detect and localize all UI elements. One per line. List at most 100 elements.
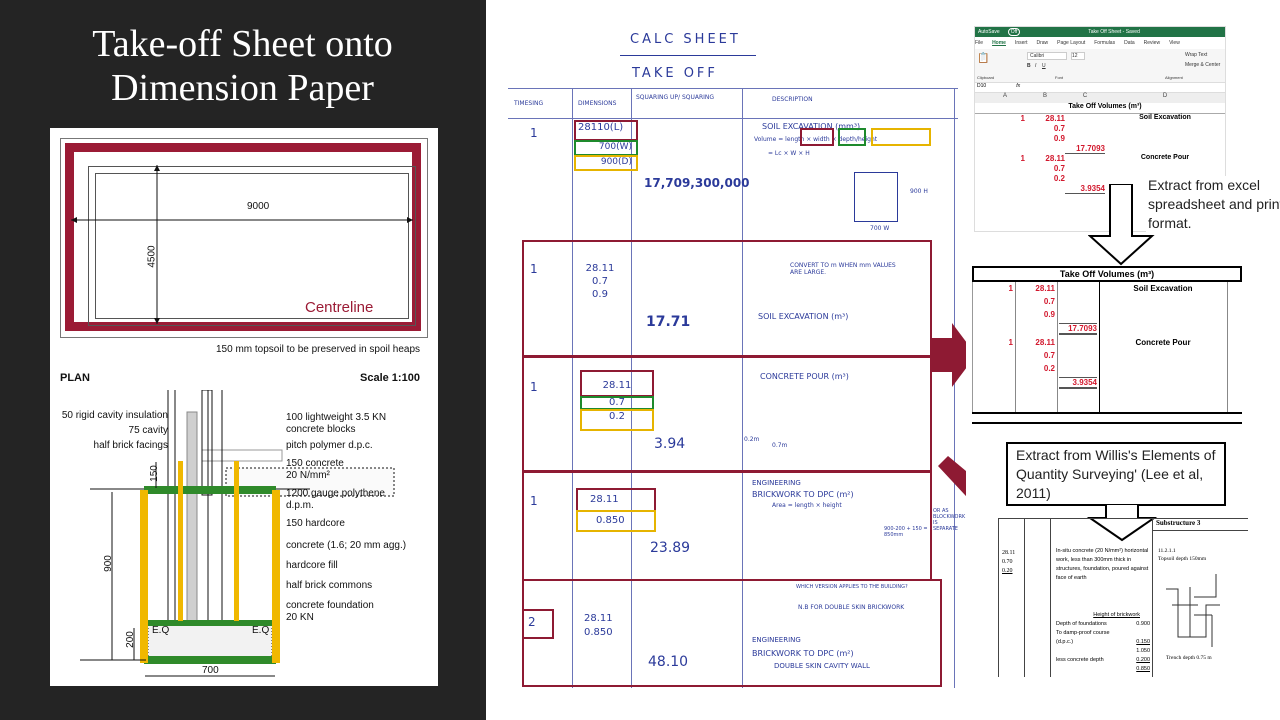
willis-line-label: To damp-proof course (d.p.c.) xyxy=(1056,630,1110,645)
row1-desc: SOIL EXCAVATION (m³) xyxy=(758,312,849,321)
pt-r1-b: 0.7 xyxy=(1043,297,1055,306)
col-a[interactable]: A xyxy=(1002,93,1007,99)
col-timesing: TIMESING xyxy=(514,100,544,107)
right-arrow-icon xyxy=(930,323,976,387)
merge-center-button[interactable]: Merge & Center xyxy=(1185,62,1221,68)
row4-note1: WHICH VERSION APPLIES TO THE BUILDING? xyxy=(796,584,908,590)
name-box[interactable]: D10 xyxy=(977,83,987,89)
tab-formulas[interactable]: Formulas xyxy=(1094,40,1116,46)
topsoil-note: 150 mm topsoil to be preserved in spoil … xyxy=(216,344,421,355)
scale-label: Scale 1:100 xyxy=(360,372,420,384)
willis-trench-depth: Trench depth 0.75 m xyxy=(1166,655,1212,661)
willis-line-label: Depth of foundations xyxy=(1056,621,1107,627)
bold-button[interactable]: B xyxy=(1027,63,1031,69)
willis-height-title: Height of brickwork xyxy=(1093,612,1140,618)
group-alignment: Alignment xyxy=(1165,75,1183,80)
willis-line-label: less concrete depth xyxy=(1056,657,1104,663)
take-off-subtitle: TAKE OFF xyxy=(632,66,718,81)
tab-view[interactable]: View xyxy=(1169,40,1180,46)
willis-side-title: Substructure 3 xyxy=(1152,519,1248,531)
font-name-select[interactable]: Calibri xyxy=(1027,52,1067,60)
dim-900: 900 xyxy=(102,555,114,572)
wall-section-drawing xyxy=(80,390,395,677)
row2-note1: 0.2m xyxy=(744,436,760,443)
row2-depth: 0.2 xyxy=(580,409,654,431)
willis-side-ref: 11.2.1.1 xyxy=(1158,548,1176,554)
tab-draw[interactable]: Draw xyxy=(1036,40,1049,46)
tab-review[interactable]: Review xyxy=(1143,40,1161,46)
label-commons: half brick commons xyxy=(286,580,373,591)
excel-callout: Extract from excel spreadsheet and print… xyxy=(1146,176,1280,233)
excel-row[interactable]: 0.9 xyxy=(1053,134,1065,143)
drawing-panel: 9000 4500 Centreline 150 mm topsoil to b… xyxy=(50,128,438,686)
col-c[interactable]: C xyxy=(1082,93,1088,99)
arrows xyxy=(930,323,990,533)
fx-icon: fx xyxy=(1016,83,1021,89)
eq-left: E.Q xyxy=(152,625,170,636)
dim-length: 28.11 xyxy=(585,263,615,274)
row3-length: 28.11 xyxy=(576,488,656,512)
tab-insert[interactable]: Insert xyxy=(1014,40,1028,46)
autosave-toggle[interactable]: Off xyxy=(1007,28,1021,36)
willis-dims: 28.11 0.70 0.20 xyxy=(1002,549,1015,576)
row0-square: 17,709,300,000 xyxy=(644,176,750,190)
dim-700: 700 xyxy=(202,665,219,676)
row3-desc: ENGINEERING BRICKWORK TO DPC (m²) Area =… xyxy=(752,478,854,511)
section-labels-right: 100 lightweight 3.5 KN concrete blocks p… xyxy=(286,412,406,624)
font-size-select[interactable]: 12 xyxy=(1071,52,1085,60)
row3-desc2: BRICKWORK TO DPC (m²) xyxy=(752,490,854,499)
row2-desc: CONCRETE POUR (m³) xyxy=(760,372,849,381)
paste-icon[interactable]: 📋 xyxy=(977,53,990,64)
row0-length: 28110(L) xyxy=(574,120,638,141)
excel-row[interactable]: 3.9354 xyxy=(985,184,1225,194)
underline-button[interactable]: U xyxy=(1042,63,1046,69)
tab-data[interactable]: Data xyxy=(1124,40,1135,46)
wrap-text-button[interactable]: Wrap Text xyxy=(1185,52,1208,58)
row0-width: 700(W) xyxy=(574,140,638,156)
willis-line-value: 1.050 xyxy=(1136,648,1150,654)
excel-window: AutoSave Off Take Off Sheet - Saved File… xyxy=(974,26,1226,232)
row1-note: CONVERT TO m WHEN mm VALUES ARE LARGE. xyxy=(790,262,896,276)
willis-side-notes: 11.2.1.1 Topsoil depth 150mm xyxy=(1158,547,1206,563)
pt-r3-c: 17.7093 xyxy=(1059,323,1097,335)
label-insulation: 50 rigid cavity insulation xyxy=(61,410,168,421)
excel-row[interactable]: 17.7093 xyxy=(985,144,1225,154)
label-dpc: pitch polymer d.p.c. xyxy=(286,440,373,451)
row3-desc1: ENGINEERING xyxy=(752,479,801,487)
tab-file[interactable]: File xyxy=(975,40,984,46)
excel-sheet-title: Take Off Volumes (m³) xyxy=(975,103,1225,114)
excel-row[interactable]: 0.7 xyxy=(1053,124,1065,133)
autosave-label: AutoSave xyxy=(978,29,1000,35)
formula-bar: D10 fx xyxy=(975,83,1225,93)
row0-formula: Volume = length × width × depth/height xyxy=(754,136,878,143)
willis-topsoil: Topsoil depth 150mm xyxy=(1158,556,1207,562)
label-foundation-2: 20 KN xyxy=(286,612,314,623)
willis-dim-width: 0.70 xyxy=(1002,559,1013,565)
dim-width: 0.7 xyxy=(592,276,608,287)
tab-page-layout[interactable]: Page Layout xyxy=(1057,40,1086,46)
willis-dim-length: 28.11 xyxy=(1002,550,1016,556)
excel-row[interactable]: 0.2 xyxy=(1053,174,1065,183)
italic-button[interactable]: I xyxy=(1035,63,1037,69)
col-d[interactable]: D xyxy=(1162,93,1168,99)
print-table-title: Take Off Volumes (m³) xyxy=(972,266,1242,282)
pt-r4-a: 1 xyxy=(1008,338,1013,347)
row0-times: 1 xyxy=(530,126,538,140)
calc-sheet-title: CALC SHEET xyxy=(630,32,741,47)
tab-home[interactable]: Home xyxy=(992,40,1006,46)
col-dimensions: DIMENSIONS xyxy=(578,100,617,107)
label-hardcore: 150 hardcore xyxy=(286,518,345,529)
print-table-body: 1 28.11 Soil Excavation 0.7 0.9 17.7093 … xyxy=(972,282,1242,412)
label-blocks-2: concrete blocks xyxy=(286,424,356,435)
pt-r4-b: 28.11 xyxy=(1035,338,1055,347)
excel-row[interactable]: 0.7 xyxy=(1053,164,1065,173)
print-table: Take Off Volumes (m³) 1 28.11 Soil Excav… xyxy=(972,266,1242,424)
label-dpm-2: d.p.m. xyxy=(286,500,314,511)
plan-label: PLAN xyxy=(60,372,90,384)
label-foundation: concrete foundation xyxy=(286,600,374,611)
label-concrete-mix: concrete (1.6; 20 mm agg.) xyxy=(286,540,407,551)
col-b[interactable]: B xyxy=(1042,93,1047,99)
